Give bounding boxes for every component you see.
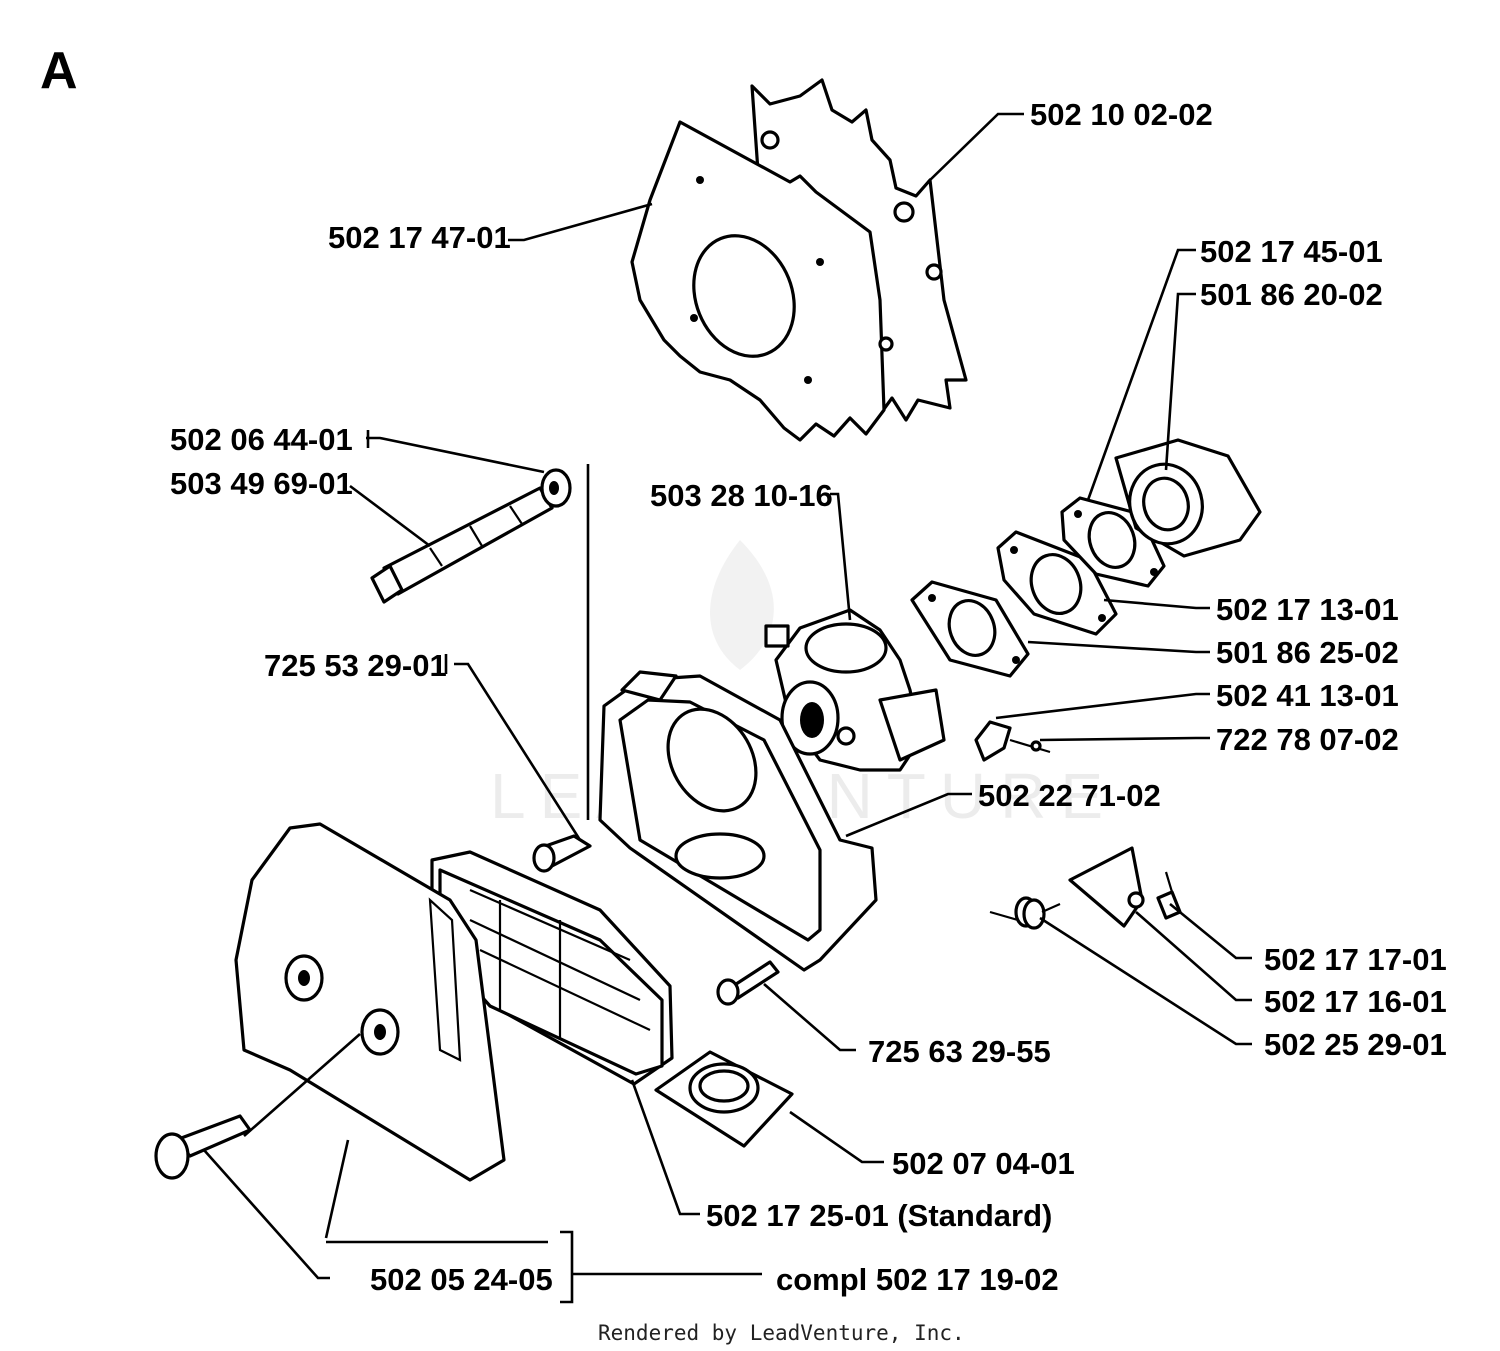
label-502-17-16-01: 502 17 16-01: [1264, 984, 1447, 1019]
label-502-17-45-01: 502 17 45-01: [1200, 234, 1383, 269]
label-compl-502-17-19-02: compl 502 17 19-02: [776, 1262, 1059, 1297]
label-502-22-71-02: 502 22 71-02: [978, 778, 1161, 813]
gasket-502-17-47-01: [630, 120, 943, 442]
gasket-502-17-13-01: [996, 530, 1118, 636]
label-502-17-47-01: 502 17 47-01: [328, 220, 511, 255]
label-502-17-25-01-standard: 502 17 25-01 (Standard): [706, 1198, 1052, 1233]
label-722-78-07-02: 722 78 07-02: [1216, 722, 1399, 757]
lever-502-41-13-01: [974, 720, 1012, 762]
adapter-502-07-04-01: [654, 1050, 794, 1148]
label-502-17-13-01: 502 17 13-01: [1216, 592, 1399, 627]
screw-725-53-29-01: [532, 834, 592, 873]
washer-502-06-44-01: [540, 468, 572, 508]
screw-725-63-29-55: [716, 960, 780, 1006]
label-502-10-02-02: 502 10 02-02: [1030, 97, 1213, 132]
label-502-05-24-05: 502 05 24-05: [370, 1262, 553, 1297]
link-722-78-07-02: [1009, 738, 1051, 754]
watermark-flame-icon: [710, 540, 774, 670]
label-503-28-10-16: 503 28 10-16: [650, 478, 833, 513]
cover-knob: [154, 1114, 252, 1180]
label-502-17-17-01: 502 17 17-01: [1264, 942, 1447, 977]
label-502-41-13-01: 502 41 13-01: [1216, 678, 1399, 713]
label-502-25-29-01: 502 25 29-01: [1264, 1027, 1447, 1062]
part-labels: 502 10 02-02 502 17 47-01 502 17 45-01 5…: [170, 97, 1447, 1297]
label-502-06-44-01: 502 06 44-01: [170, 422, 353, 457]
label-501-86-25-02: 501 86 25-02: [1216, 635, 1399, 670]
carburetor-503-28-10-16: [764, 608, 946, 772]
bracket-502-17-16-01: [1068, 846, 1145, 928]
section-letter: A: [40, 42, 78, 100]
label-503-49-69-01: 503 49 69-01: [170, 466, 353, 501]
gasket-501-86-25-02: [910, 580, 1030, 678]
bolt-503-49-69-01: [370, 486, 554, 604]
label-501-86-20-02: 501 86 20-02: [1200, 277, 1383, 312]
intake-manifold-502-17-45-01: [1114, 438, 1262, 558]
label-725-53-29-01: 725 53 29-01: [264, 648, 447, 683]
filter-housing-502-22-71-02: [598, 670, 878, 972]
air-filter-502-17-25-01: [430, 850, 674, 1086]
footer-credit: Rendered by LeadVenture, Inc.: [598, 1321, 965, 1345]
leader-lines: [203, 112, 1252, 1304]
label-725-63-29-55: 725 63 29-55: [868, 1034, 1051, 1069]
spring-502-25-29-01: [989, 896, 1061, 930]
label-502-07-04-01: 502 07 04-01: [892, 1146, 1075, 1181]
filter-cover-502-05-24-05: [234, 822, 506, 1182]
